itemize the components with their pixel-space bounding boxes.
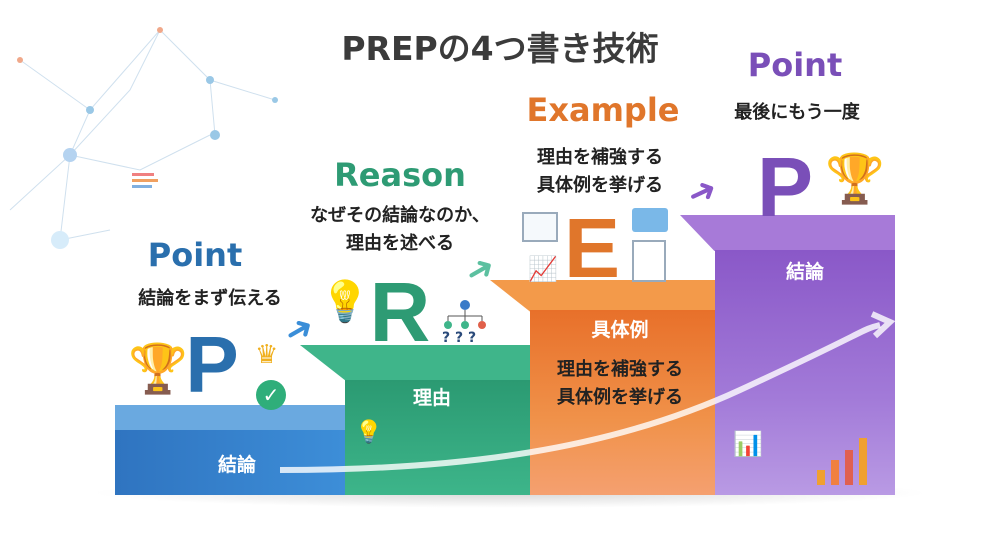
check-icon: ✓ [256,380,286,410]
lightbulb-icon: 💡 [320,279,370,325]
speech-bubble-icon [632,208,668,232]
network-decoration [9,27,278,249]
step1-letter: P [185,320,239,409]
step3-description-line1: 理由を補強する [537,147,663,168]
step4-letter: P [756,140,814,234]
step2-block-front [345,380,530,495]
step4-block-top [680,215,895,251]
step1-block-front [115,430,345,495]
page-title: PREPの4つ書き技術 [341,29,659,68]
hierarchy-icon [440,300,490,330]
step3-block-text-line1: 理由を補強する [557,359,683,380]
step3-block-front [530,310,715,495]
step3-block-top [490,280,715,312]
step1-block-top [115,405,345,433]
step4-description: 最後にもう一度 [734,102,860,123]
step3-letter: E [563,201,621,295]
arrow-icon: ➜ [457,245,503,295]
step1-description: 結論をまず伝える [138,288,282,309]
step4-block-label: 結論 [785,261,825,283]
step2-description-line1: なぜその結論なのか、 [310,205,490,226]
report-icon [632,240,666,282]
arrow-icon: ➜ [680,167,724,217]
list-icon [128,170,158,192]
step2-heading: Reason [334,156,466,194]
trophy-icon: 🏆 [128,341,188,397]
step3-block-text-line2: 具体例を挙げる [557,387,683,408]
question-marks: ? ? ? [442,330,477,346]
chart-icon [522,212,558,242]
step2-block-top [300,345,530,381]
step2-description-line2: 理由を述べる [346,233,454,254]
step1-block-label: 結論 [217,454,257,476]
trend-chart-icon: 📈 [528,255,558,283]
trophy-icon: 🏆 [825,151,885,207]
bar-chart-icon [815,430,875,485]
growth-arrow [279,311,896,473]
pie-chart-icon: 📊 [733,430,763,458]
step4-heading: Point [747,46,843,84]
step3-description-line2: 具体例を挙げる [537,175,663,196]
step2-block-label: 理由 [412,387,452,409]
crown-icon: ♛ [255,340,279,370]
step3-heading: Example [526,91,680,129]
step2-letter: R [369,265,431,359]
small-lightbulb-icon: 💡 [355,420,383,445]
step1-heading: Point [147,236,243,274]
step3-block-label: 具体例 [591,319,649,341]
